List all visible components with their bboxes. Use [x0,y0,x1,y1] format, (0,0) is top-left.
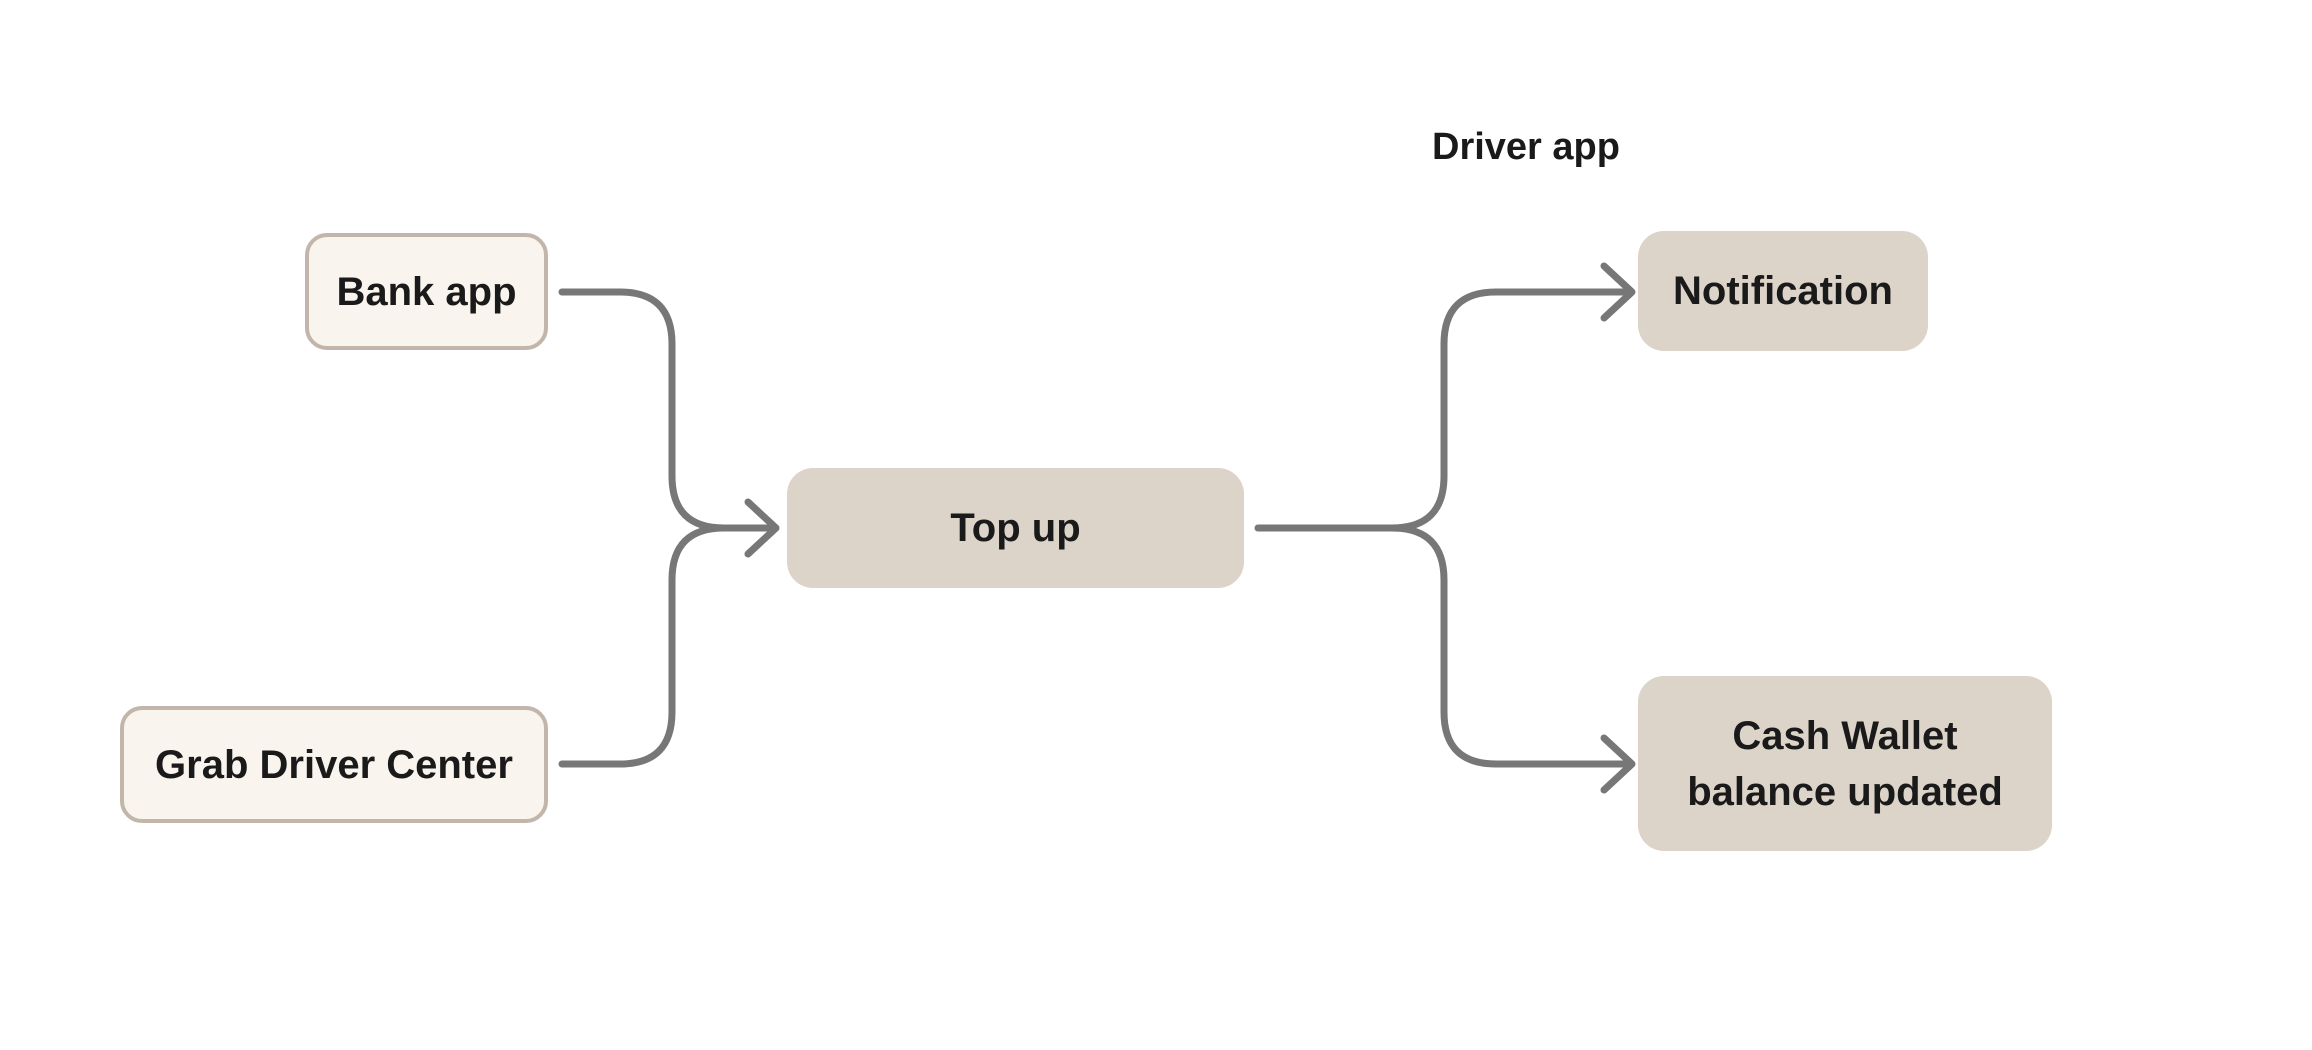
node-top-up: Top up [787,468,1244,588]
node-grab-driver-center: Grab Driver Center [120,706,548,823]
edge-grab-driver-center-to-top-up [558,524,776,768]
node-top-up-label: Top up [950,506,1081,550]
group-label-driver-app: Driver app [1432,126,1620,168]
node-cash-wallet: Cash Wallet balance updated [1638,676,2052,851]
node-grab-driver-center-label: Grab Driver Center [155,742,513,787]
arrowhead-cash-wallet [1600,734,1636,794]
edge-top-up-to-cash-wallet [1388,524,1632,768]
edge-bank-app-to-top-up [558,288,776,532]
node-cash-wallet-label: Cash Wallet balance updated [1687,713,2003,814]
node-bank-app: Bank app [305,233,548,350]
edge-top-up-to-notification [1254,288,1632,532]
node-notification: Notification [1638,231,1928,351]
node-notification-label: Notification [1673,269,1893,313]
arrowhead-notification [1600,262,1636,322]
arrowhead-top-up [744,498,780,558]
node-bank-app-label: Bank app [336,269,517,314]
